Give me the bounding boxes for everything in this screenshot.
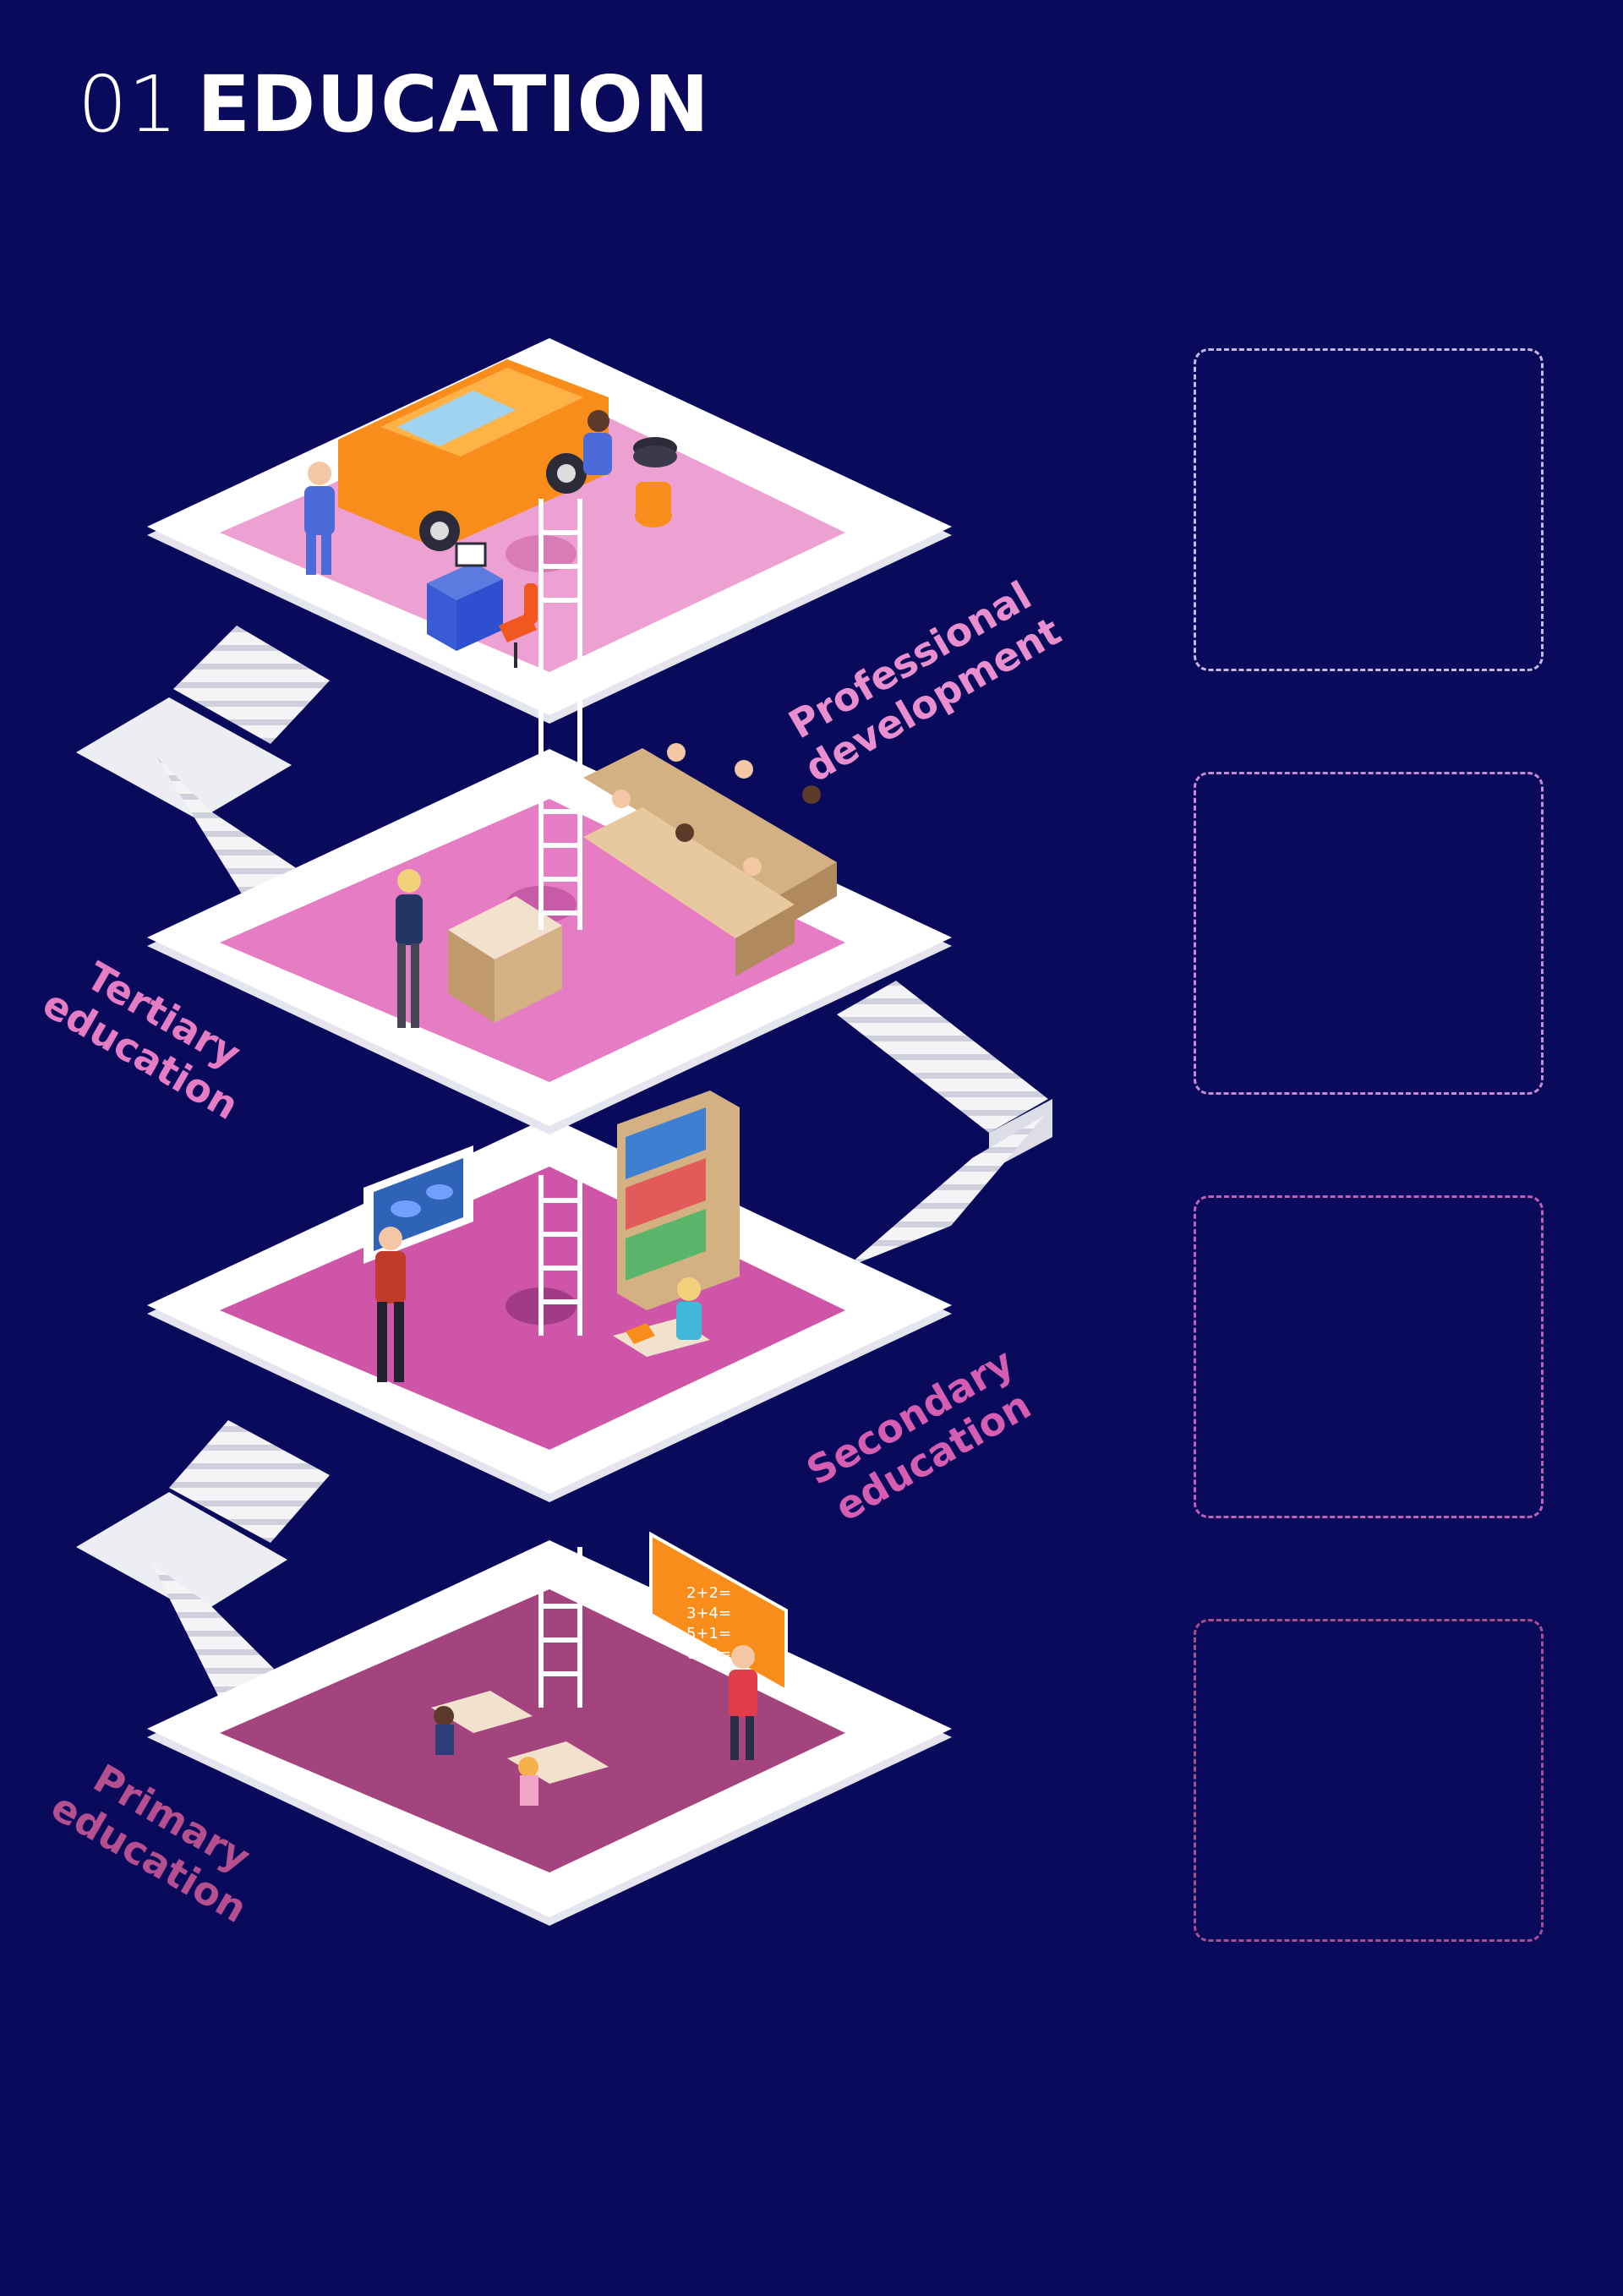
teacher-with-pointer [375,1227,406,1382]
staircase-right-middle [837,981,1052,1268]
student-at-desk [613,1277,710,1357]
chalkboard-line-3: 5+1= [686,1625,731,1643]
chalkboard-line-4: 6+3= [686,1645,731,1663]
mechanic-figures [304,410,612,575]
chalkboard-line-2: 3+4= [686,1604,731,1622]
section-number: 01 [78,59,179,150]
tyre-and-vacuum [633,437,677,528]
platform-tertiary [147,743,952,1134]
placeholder-box-professional [1194,348,1544,671]
office-chair [499,583,538,668]
teacher-figure [729,1645,757,1760]
section-title: EDUCATION [197,59,710,150]
lecturer-figure [396,869,423,1028]
lectern [448,896,562,1023]
chalkboard-line-1: 2+2= [686,1584,731,1602]
platform-secondary [147,1091,952,1502]
platform-primary: 2+2= 3+4= 5+1= 6+3= [147,1531,952,1926]
staircase-left-top [76,626,330,913]
student-desks [431,1691,609,1806]
lecture-benches [583,743,837,976]
placeholder-box-primary [1194,1619,1544,1942]
staircase-left-bottom [76,1420,330,1716]
ladder-bottom [538,1547,582,1708]
ladder-top [538,499,582,930]
tool-cabinet [427,542,503,651]
placeholder-box-tertiary [1194,772,1544,1095]
ladder-middle [538,1175,582,1336]
bookshelf [617,1091,740,1310]
placeholder-box-secondary [1194,1195,1544,1518]
